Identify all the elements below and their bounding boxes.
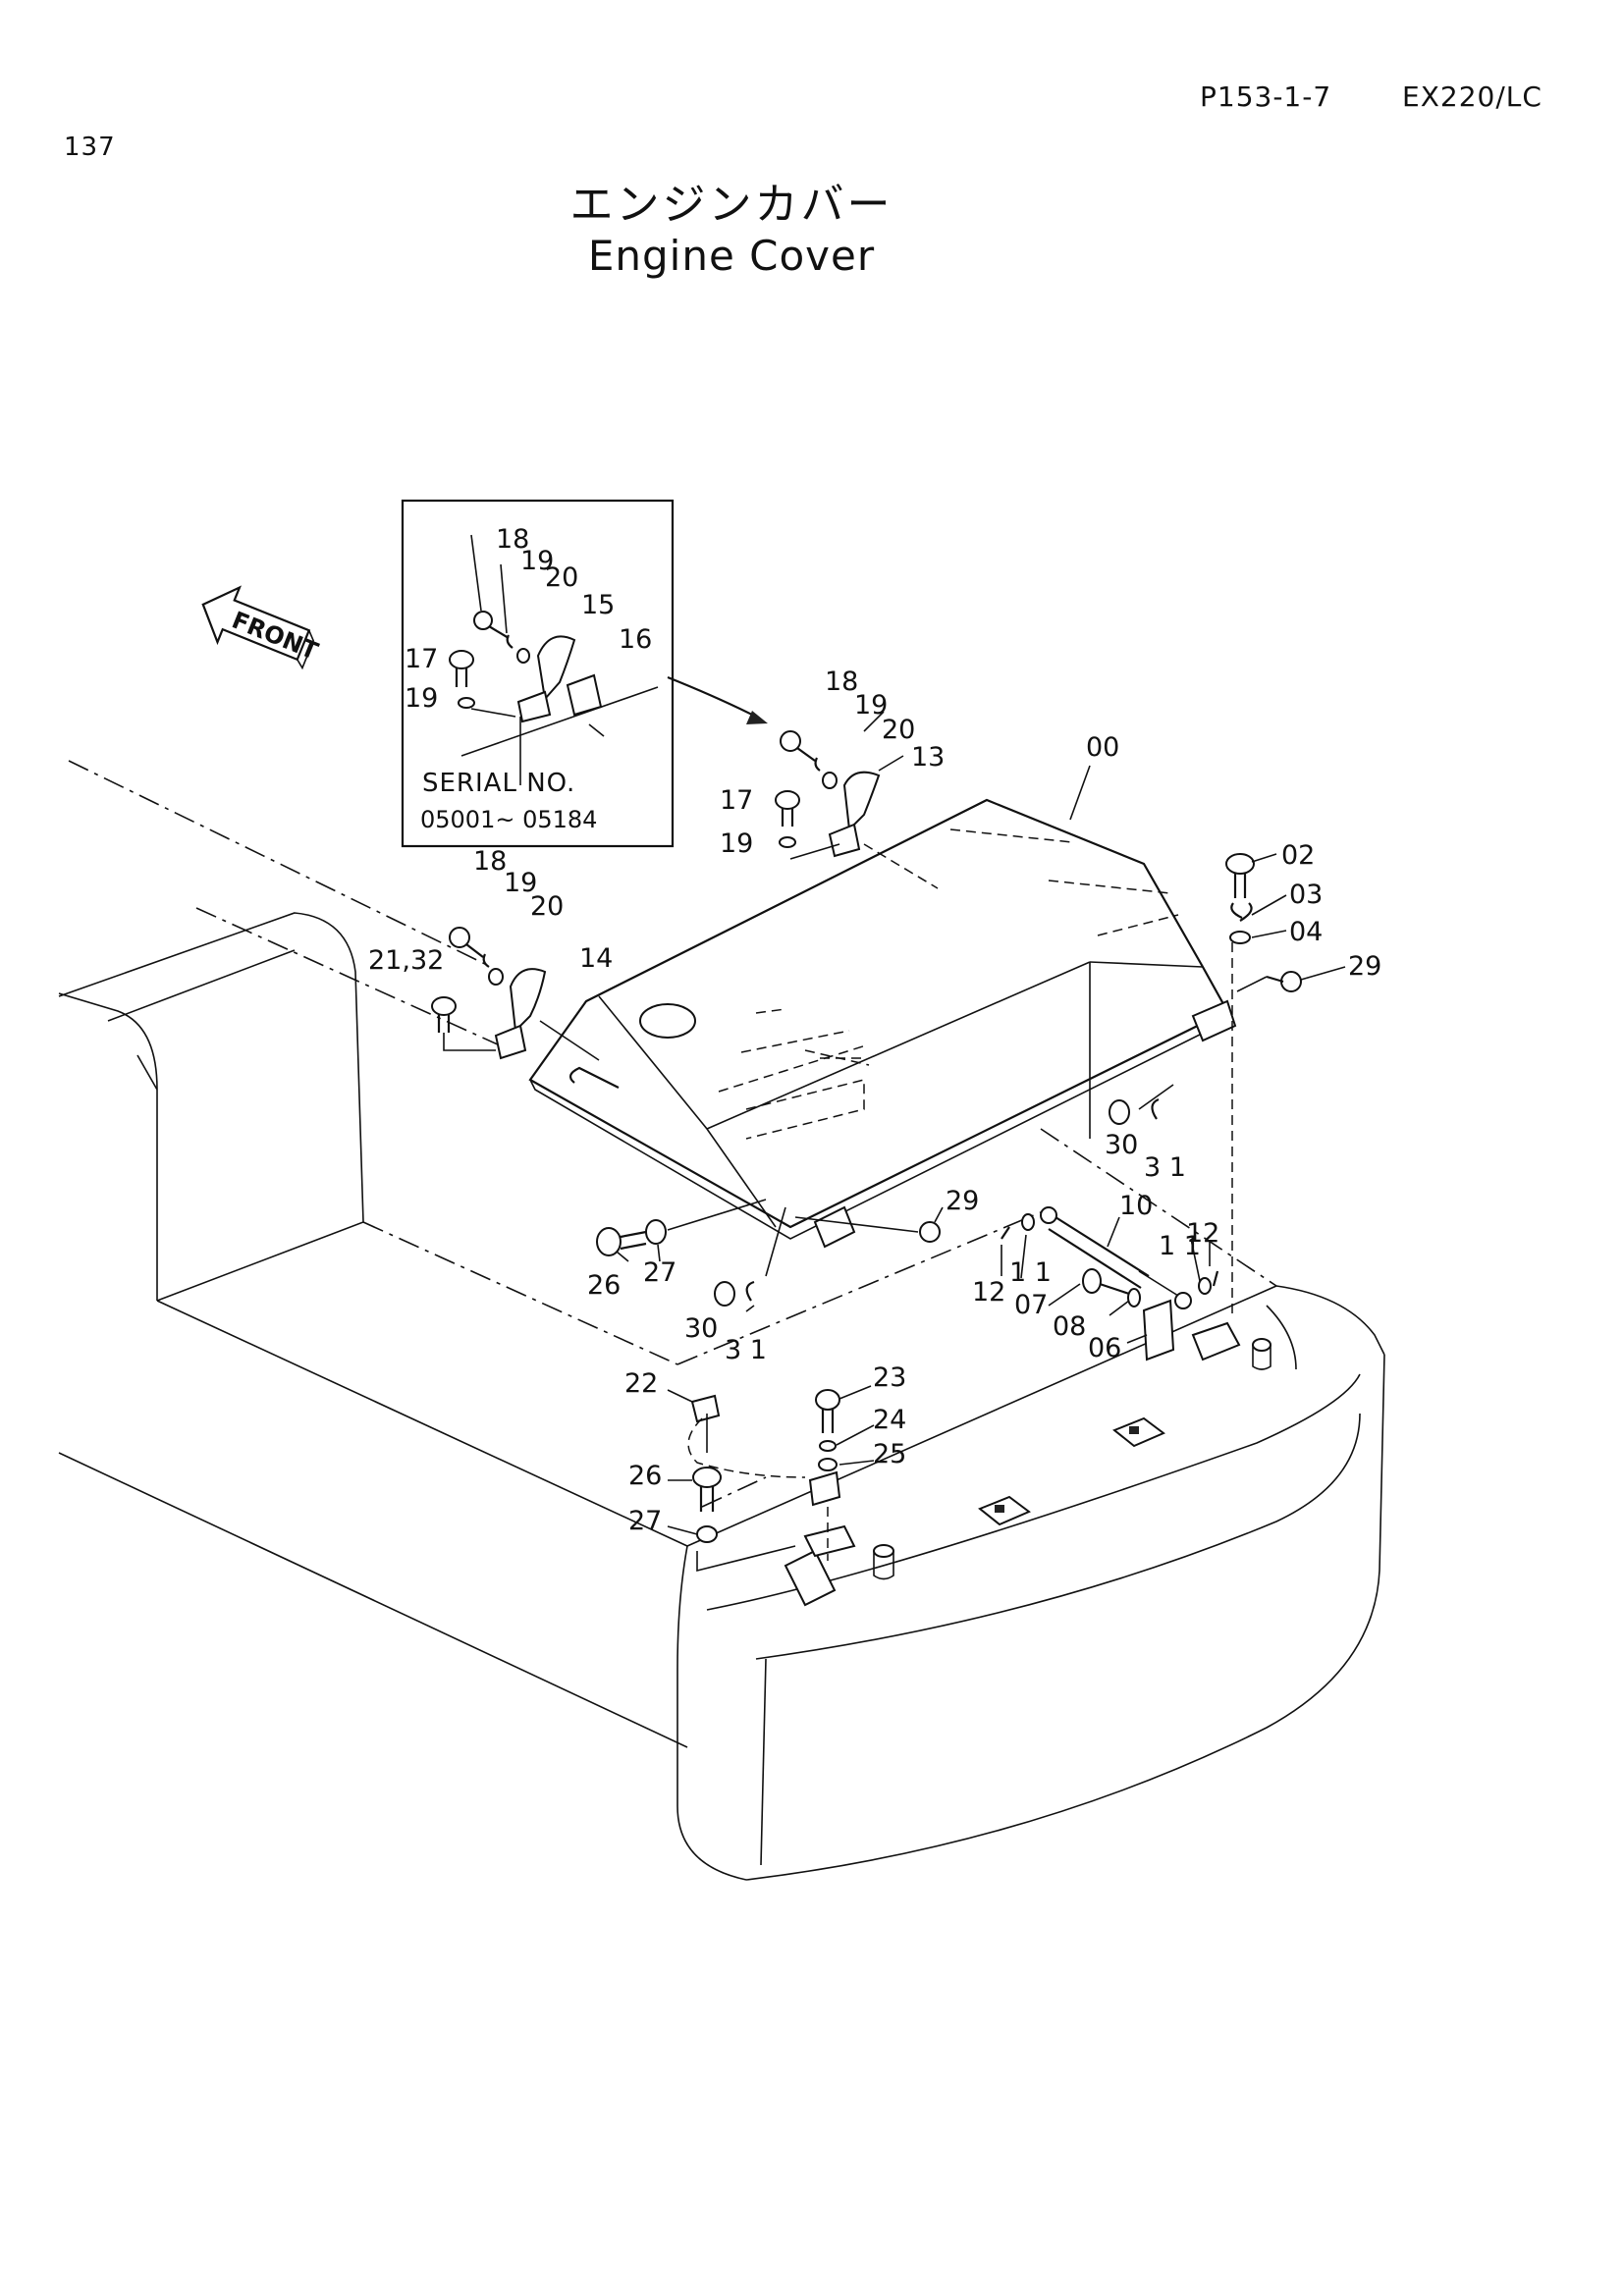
- callout-08: 08: [1053, 1311, 1086, 1342]
- callout-02: 02: [1281, 840, 1315, 871]
- callout-19-left: 19: [504, 868, 537, 898]
- inset-callout-19-lower: 19: [405, 683, 438, 714]
- callout-30-upper: 30: [1105, 1130, 1138, 1160]
- latch-13: [775, 730, 939, 889]
- leader-lines: [470, 534, 1346, 1535]
- part-code: P153-1-7: [1200, 80, 1332, 113]
- inset-callout-17: 17: [405, 644, 438, 674]
- title-english: Engine Cover: [587, 232, 876, 280]
- engine-cover-panel: [528, 798, 1237, 1249]
- title-japanese: エンジンカバー: [569, 180, 893, 230]
- front-arrow-icon: FRONT: [201, 585, 322, 670]
- callout-12-left: 12: [972, 1277, 1005, 1308]
- callout-26-lower: 26: [628, 1461, 662, 1491]
- callout-31-upper: 3 1: [1144, 1152, 1186, 1183]
- callout-18-left: 18: [473, 846, 507, 877]
- callout-03: 03: [1289, 880, 1323, 910]
- callout-labels: 00 02 03 04 29 30 3 1 10 1 1 12 1 1 12 0…: [368, 524, 1381, 1536]
- inset-callout-19: 19: [520, 546, 554, 576]
- gas-spring: [1001, 1206, 1219, 1362]
- callout-29-lower: 29: [946, 1186, 979, 1216]
- callout-22: 22: [624, 1368, 658, 1399]
- callout-07: 07: [1014, 1290, 1048, 1320]
- callout-24: 24: [873, 1405, 906, 1435]
- machine-body: [58, 760, 1385, 1881]
- callout-19-center: 19: [854, 690, 888, 721]
- callout-04: 04: [1289, 917, 1323, 947]
- inset-callout-18: 18: [496, 524, 529, 555]
- callout-25: 25: [873, 1439, 906, 1469]
- inset-callout-15: 15: [581, 590, 615, 620]
- callout-31-lower: 3 1: [725, 1335, 767, 1365]
- inset-arrow: [667, 675, 768, 724]
- callout-19-center-lower: 19: [720, 828, 753, 859]
- callout-20-left: 20: [530, 891, 564, 922]
- callout-23: 23: [873, 1362, 906, 1393]
- callout-18-center: 18: [825, 667, 858, 697]
- latch-14: [431, 927, 600, 1061]
- callout-21-32: 21,32: [368, 945, 444, 976]
- front-label: FRONT: [228, 606, 322, 666]
- callout-13: 13: [911, 742, 945, 773]
- inset-callout-20: 20: [545, 562, 578, 593]
- callout-12-right: 12: [1186, 1218, 1219, 1249]
- callout-11-right: 1 1: [1159, 1231, 1201, 1261]
- serial-range: 05001~ 05184: [420, 806, 597, 833]
- callout-26-upper: 26: [587, 1270, 621, 1301]
- serial-label: SERIAL NO.: [422, 769, 575, 798]
- callout-27-lower: 27: [628, 1506, 662, 1536]
- vent-slots: [718, 828, 1179, 1093]
- inset-callout-16: 16: [619, 624, 652, 655]
- callout-20-center: 20: [882, 715, 915, 745]
- page-number: 137: [64, 133, 116, 162]
- callout-10: 10: [1119, 1191, 1153, 1221]
- fasteners: [596, 853, 1302, 1573]
- callout-27-upper: 27: [643, 1257, 676, 1288]
- model-name: EX220/LC: [1402, 80, 1542, 113]
- serial-inset: [401, 499, 675, 848]
- callout-00: 00: [1086, 732, 1119, 763]
- callout-14: 14: [579, 943, 613, 974]
- callout-11-left: 1 1: [1009, 1257, 1052, 1288]
- callout-06: 06: [1088, 1333, 1121, 1363]
- callout-30-lower: 30: [684, 1313, 718, 1344]
- callout-17-center: 17: [720, 785, 753, 816]
- callout-29-upper: 29: [1348, 951, 1381, 982]
